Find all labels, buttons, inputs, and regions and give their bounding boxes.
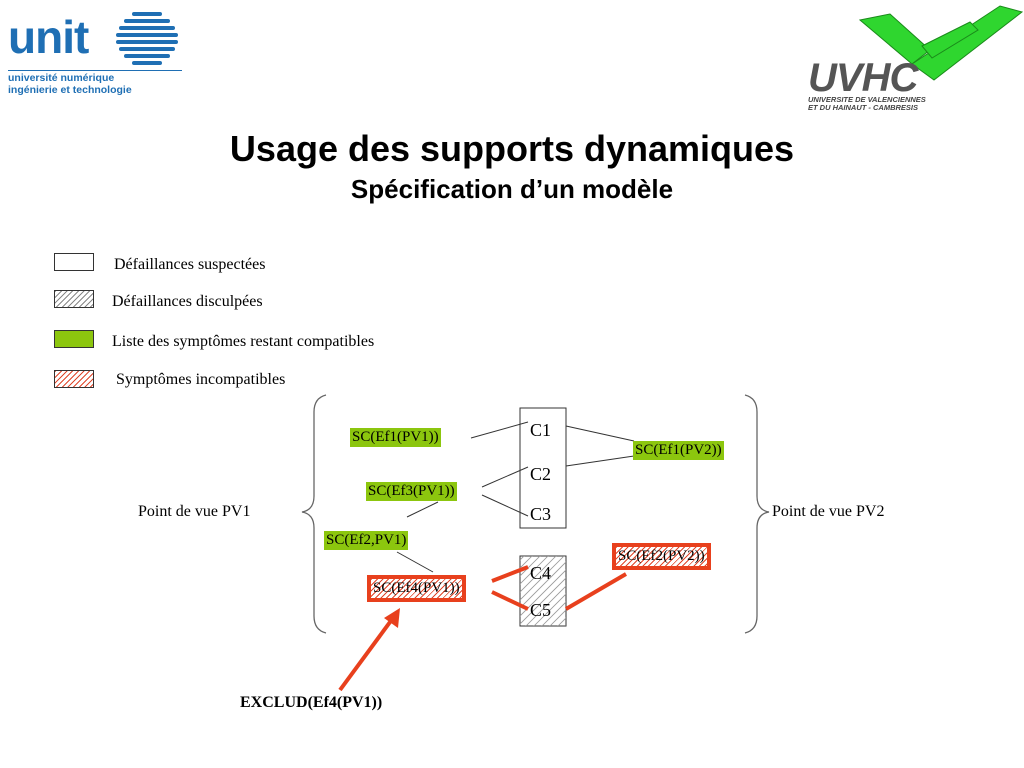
link-ef3pv1-c2: [481, 466, 529, 488]
page-subtitle: Spécification d’un modèle: [350, 174, 674, 204]
component-c5: C5: [530, 600, 552, 620]
component-c1: C1: [530, 420, 552, 440]
legend-swatch-incompatible: [54, 370, 94, 388]
uvhc-logo-word: UVHC: [808, 56, 918, 100]
unit-logo-word: unit: [8, 11, 89, 63]
legend-label-incompatible: Symptômes incompatibles: [116, 371, 286, 388]
symptom-ef1-pv1: SC(Ef1(PV1)): [350, 428, 441, 447]
legend-swatch-suspected: [54, 253, 94, 271]
unit-logo-line2: ingénierie et technologie: [8, 84, 132, 96]
exclude-label: EXCLUD(Ef4(PV1)): [240, 694, 383, 711]
link-c5-ef2pv2: [564, 572, 628, 611]
unit-logo-line1: université numérique: [8, 72, 115, 84]
link-ef2pv1-ef3: [406, 501, 439, 518]
uvhc-logo-line1: UNIVERSITE DE VALENCIENNES: [808, 95, 926, 104]
legend-label-exonerated: Défaillances disculpées: [112, 293, 263, 310]
link-ef2pv1-ef4: [396, 551, 434, 573]
legend-swatch-compatible: [54, 330, 94, 348]
exclude-arrow-head: [384, 608, 400, 628]
link-ef1pv1-c1: [470, 421, 529, 439]
symptom-ef4-pv1: SC(Ef4(PV1)): [367, 575, 466, 602]
link-ef4pv1-c5: [491, 590, 529, 611]
legend-swatch-exonerated: [54, 290, 94, 308]
link-ef3pv1-c3: [481, 494, 529, 517]
point-de-vue-pv2: Point de vue PV2: [772, 503, 885, 520]
unit-logo-rule: [8, 70, 182, 71]
page-title: Usage des supports dynamiques: [229, 128, 795, 169]
symptom-ef2-pv1: SC(Ef2,PV1): [324, 531, 409, 550]
unit-globe-icon: [116, 12, 178, 65]
uvhc-logo-line2: ET DU HAINAUT - CAMBRESIS: [808, 103, 918, 112]
right-brace: [744, 394, 770, 634]
link-ef4pv1-c4: [491, 565, 529, 583]
uvhc-check-icon: [858, 5, 1024, 81]
legend-label-compatible: Liste des symptômes restant compatibles: [112, 333, 375, 350]
component-c2: C2: [530, 464, 552, 484]
legend-label-suspected: Défaillances suspectées: [114, 256, 266, 273]
symptom-ef3-pv1: SC(Ef3(PV1)): [366, 482, 457, 501]
symptom-ef2-pv2: SC(Ef2(PV2)): [612, 543, 711, 570]
component-box-suspected: [519, 407, 567, 529]
link-c2-ef1pv2: [565, 455, 635, 467]
exclude-arrow-shaft: [338, 616, 395, 692]
component-c3: C3: [530, 504, 552, 524]
point-de-vue-pv1: Point de vue PV1: [138, 503, 251, 520]
symptom-ef1-pv2: SC(Ef1(PV2)): [633, 441, 724, 460]
component-c4: C4: [530, 563, 552, 583]
link-c1-ef1pv2: [565, 425, 635, 442]
left-brace: [301, 394, 327, 634]
